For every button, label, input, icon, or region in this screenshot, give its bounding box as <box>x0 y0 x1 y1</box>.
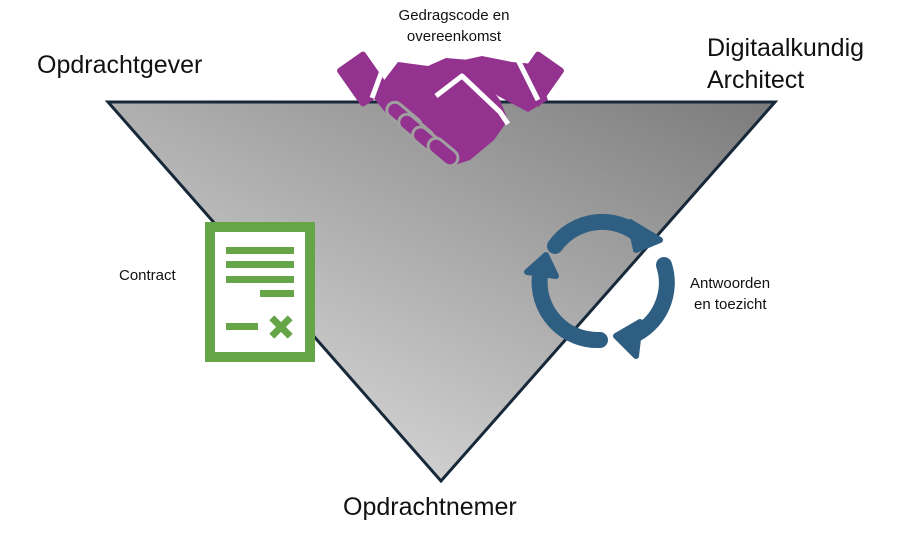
handshake-fingers <box>385 100 460 168</box>
role-opdrachtnemer: Opdrachtnemer <box>343 493 517 521</box>
cycle-arrows-icon <box>524 213 675 359</box>
oversight-label-line2: en toezicht <box>694 296 767 313</box>
agreement-label-line1: Gedragscode en <box>398 7 510 24</box>
contract-label: Contract <box>119 267 176 284</box>
oversight-label-line1: Antwoorden <box>690 275 771 292</box>
handshake-icon <box>337 51 564 168</box>
contract-document-icon <box>205 222 315 362</box>
role-opdrachtgever: Opdrachtgever <box>37 51 203 79</box>
role-architect-line1: Digitaalkundig <box>707 34 865 62</box>
agreement-label-line2: overeenkomst <box>406 28 502 45</box>
contract-x-mark <box>269 315 293 339</box>
role-architect-line2: Architect <box>707 66 805 94</box>
